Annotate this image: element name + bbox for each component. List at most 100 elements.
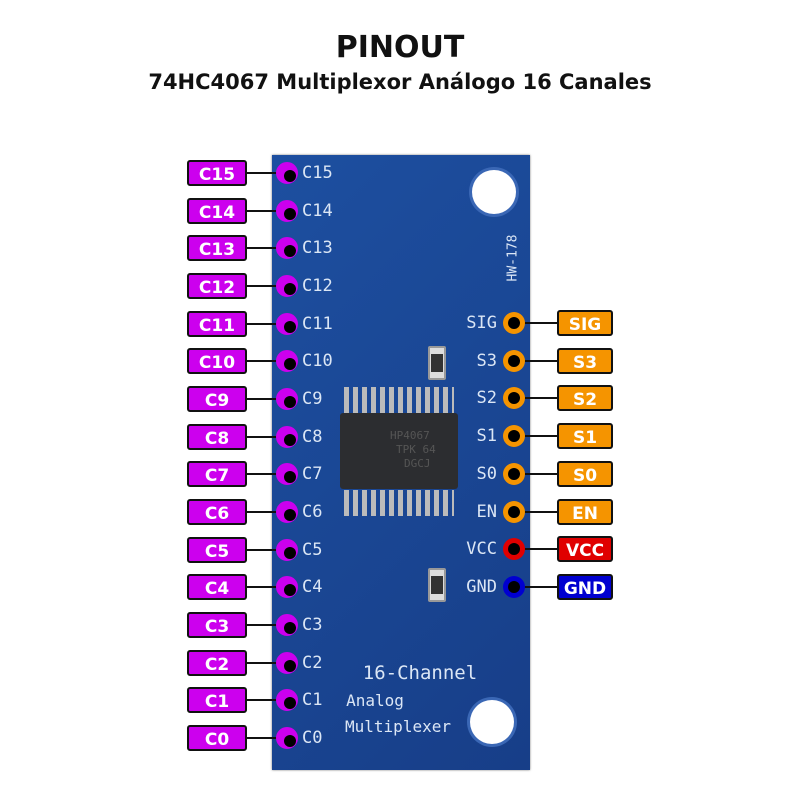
pin-label-en: EN	[557, 498, 613, 525]
board-caption-3: Multiplexer	[345, 717, 451, 736]
pin-label-c12: C12	[187, 273, 247, 299]
pin-label-c10: C10	[187, 348, 247, 375]
pin-label-c5: C5	[187, 536, 247, 563]
pin-pad-c12	[276, 275, 298, 297]
silk-label: C15	[302, 163, 333, 183]
silk-label: C8	[302, 426, 323, 447]
connector-line	[245, 699, 285, 702]
pin-label-c8: C8	[187, 423, 247, 450]
connector-line	[245, 661, 285, 664]
pin-pad-c8	[276, 425, 298, 448]
pin-label-c13: C13	[187, 235, 247, 262]
connector-line	[245, 398, 285, 401]
pin-label-s3: S3	[557, 347, 613, 374]
pin-pad-vcc	[503, 538, 525, 561]
connector-line	[520, 322, 560, 324]
connector-line	[245, 172, 285, 174]
pin-pad-en	[503, 500, 525, 523]
pin-pad-c14	[276, 199, 298, 222]
mux-chip: HP4067 TPK 64 DGCJ	[340, 413, 458, 489]
silk-label: C3	[302, 615, 323, 636]
silk-label: C1	[302, 690, 323, 711]
mounting-hole-bottom	[470, 700, 514, 744]
silk-label: S1	[476, 426, 497, 447]
pin-label-vcc: VCC	[557, 536, 613, 563]
chip-pins-top	[344, 387, 454, 413]
silk-label: VCC	[466, 539, 497, 560]
silk-label: S2	[476, 388, 497, 409]
pin-pad-s2	[503, 387, 525, 410]
mounting-hole-top	[472, 170, 516, 214]
chip-text: HP4067	[390, 429, 430, 442]
connector-line	[520, 585, 560, 588]
pin-label-s0: S0	[557, 460, 613, 487]
connector-line	[245, 285, 285, 287]
pin-label-c15: C15	[187, 160, 247, 186]
page-title: PINOUT	[335, 30, 465, 65]
pin-pad-c4	[276, 576, 298, 599]
silk-label: S3	[476, 350, 497, 371]
pin-pad-c3	[276, 614, 298, 637]
pin-pad-c7	[276, 463, 298, 486]
silk-label: C9	[302, 389, 323, 410]
connector-line	[520, 548, 560, 551]
chip-pins-bottom	[344, 490, 454, 516]
silk-label: C2	[302, 652, 323, 673]
pin-pad-c15	[276, 162, 298, 184]
silk-label: S0	[476, 463, 497, 484]
chip-text: DGCJ	[404, 457, 431, 470]
connector-line	[245, 322, 285, 325]
pin-pad-c2	[276, 651, 298, 674]
silk-label: C0	[302, 728, 323, 749]
connector-line	[245, 586, 285, 589]
pin-pad-c5	[276, 538, 298, 561]
connector-line	[520, 510, 560, 513]
connector-line	[245, 737, 285, 740]
pin-label-c9: C9	[187, 386, 247, 413]
pin-pad-c11	[276, 312, 298, 335]
silk-label: C5	[302, 539, 323, 560]
pin-pad-s0	[503, 462, 525, 485]
silk-label: C13	[302, 238, 333, 259]
connector-line	[245, 435, 285, 438]
silk-label: C7	[302, 464, 323, 485]
pin-label-s2: S2	[557, 385, 613, 412]
board-caption-2: Analog	[346, 691, 404, 710]
connector-line	[520, 472, 560, 475]
pin-pad-c13	[276, 237, 298, 260]
page-subtitle: 74HC4067 Multiplexor Análogo 16 Canales	[148, 70, 652, 94]
silk-label: C10	[302, 351, 333, 372]
connector-line	[245, 247, 285, 250]
chip-text: TPK 64	[396, 443, 436, 456]
pin-label-c3: C3	[187, 612, 247, 639]
pin-pad-c6	[276, 501, 298, 524]
connector-line	[245, 548, 285, 551]
silk-label: C11	[302, 313, 333, 334]
connector-line	[245, 360, 285, 363]
silk-label: C14	[302, 200, 333, 221]
resistor: 103	[428, 346, 446, 380]
pin-pad-c0	[276, 727, 298, 750]
pin-label-sig: SIG	[557, 310, 613, 336]
pin-label-c7: C7	[187, 461, 247, 488]
pin-label-c2: C2	[187, 649, 247, 676]
connector-line	[245, 209, 285, 212]
connector-line	[245, 624, 285, 627]
pin-label-c14: C14	[187, 197, 247, 224]
silk-label: C12	[302, 276, 333, 296]
pin-pad-c1	[276, 689, 298, 712]
silk-label: C4	[302, 577, 323, 598]
silk-label: EN	[476, 501, 497, 522]
pin-pad-c9	[276, 388, 298, 411]
connector-line	[520, 359, 560, 362]
board-caption-1: 16-Channel	[362, 662, 478, 684]
connector-line	[520, 397, 560, 400]
capacitor	[428, 568, 446, 602]
pin-pad-sig	[503, 312, 525, 334]
pin-label-c0: C0	[187, 725, 247, 752]
connector-line	[245, 473, 285, 476]
pin-label-c11: C11	[187, 310, 247, 337]
silk-label: SIG	[466, 313, 497, 333]
pin-label-gnd: GND	[557, 573, 613, 600]
pin-label-c4: C4	[187, 574, 247, 601]
